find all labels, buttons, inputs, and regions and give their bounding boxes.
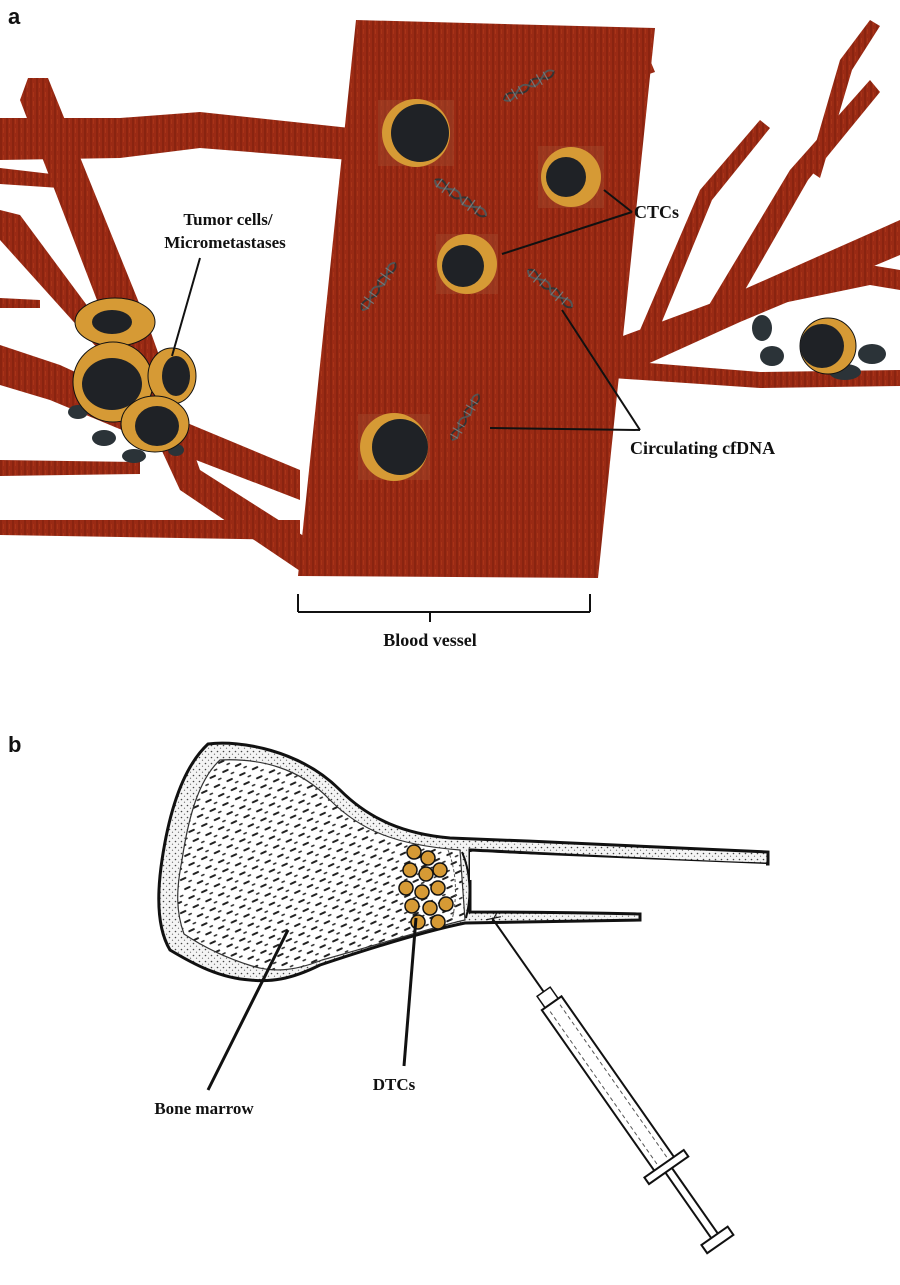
micrometastasis-cluster xyxy=(68,298,196,463)
label-dtcs: DTCs xyxy=(373,1075,416,1094)
label-blood-vessel: Blood vessel xyxy=(383,630,477,650)
bone-marrow-region xyxy=(178,760,465,970)
label-ctcs: CTCs xyxy=(634,202,679,222)
panel-b: b xyxy=(0,690,900,1285)
ctc-cell xyxy=(378,99,454,167)
ctc-cell xyxy=(538,146,604,208)
label-bone-marrow: Bone marrow xyxy=(154,1099,254,1118)
branch-vessels-left xyxy=(0,78,350,575)
blood-vessel-main xyxy=(298,20,655,578)
blood-vessel-bracket xyxy=(298,594,590,622)
label-cfdna: Circulating cfDNA xyxy=(630,438,775,458)
syringe-icon xyxy=(471,903,740,1258)
panel-b-letter: b xyxy=(8,732,21,757)
ctc-cell xyxy=(436,234,498,294)
panel-a-letter: a xyxy=(8,4,21,29)
panel-a: a xyxy=(0,0,900,660)
ctc-cell xyxy=(358,413,430,481)
label-tumor-line2: Micrometastases xyxy=(164,233,286,252)
label-tumor-line1: Tumor cells/ xyxy=(183,210,273,229)
tumor-cell-right-branch xyxy=(752,315,886,380)
